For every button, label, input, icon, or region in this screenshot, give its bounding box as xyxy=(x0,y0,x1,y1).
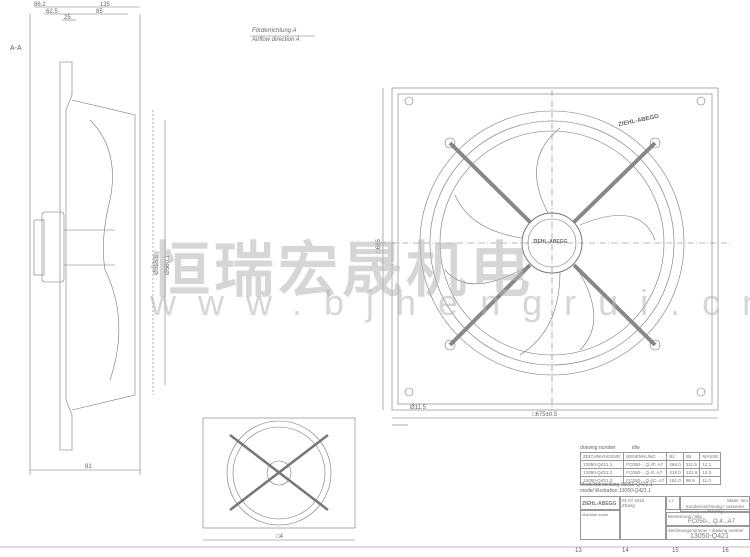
cell: 11.0 xyxy=(699,476,722,485)
watermark-cn: 恒瑞宏晟机电 xyxy=(150,236,534,306)
cell: 181.0 xyxy=(666,476,684,485)
number-label: Zeichnungsnummer / drawing number xyxy=(668,528,744,533)
dim-bottom-side: 81 xyxy=(85,464,92,470)
zone-15: 15 xyxy=(672,548,679,554)
title-label: Benennung / title xyxy=(668,514,702,519)
zone-13: 13 xyxy=(575,548,582,554)
date: 01.07.2016 xyxy=(622,498,645,503)
section-label: A-A xyxy=(10,45,22,52)
dim-top-left: 86.2 xyxy=(34,2,46,8)
cell: 218.0 xyxy=(666,468,684,477)
title-brand: ZIEHL-ABEGG xyxy=(580,496,620,510)
dim-top-right: 135 xyxy=(100,2,111,8)
scale: 1:2 xyxy=(668,498,674,503)
brand-logo-hub: ZIEHL-ABEGG xyxy=(533,239,568,245)
parts-table: ZEICHNUNGSNR. BENENNUNG B1 B5 MASSE 1305… xyxy=(579,452,722,485)
parts-caption-left: drawing number xyxy=(580,445,616,451)
title-value: FC050-...Q.4...A7 xyxy=(688,519,736,525)
airflow-en: Airflow direction A xyxy=(252,37,300,43)
dim-hole: Ø11.5 xyxy=(410,405,426,411)
cell: 111.9 xyxy=(682,460,701,469)
zone-16: 16 xyxy=(722,548,729,554)
front-view xyxy=(380,87,730,419)
drawing-type-de: Kundenzeichnung xyxy=(685,504,722,509)
drawing-type: Kundenzeichnung / customer drawing xyxy=(680,503,750,514)
cell: 268.0 xyxy=(666,460,684,469)
dim-second-right: 85 xyxy=(96,9,103,15)
cell: FC050-...Q.4C..A7 xyxy=(623,476,668,485)
zone-14: 14 xyxy=(622,548,629,554)
cell: 13050-Q421.1 xyxy=(579,460,625,469)
cell: FC050-...Q.4I..A7 xyxy=(623,468,668,477)
cell: 14.0 xyxy=(699,468,722,477)
airflow-de: Förderrichtung A xyxy=(252,28,297,34)
header-cell: BENENNUNG xyxy=(623,452,668,461)
header-cell: B5 xyxy=(682,452,701,461)
header-cell: B1 xyxy=(666,452,684,461)
small-view xyxy=(202,417,356,541)
dim-second-left: 62.5 xyxy=(46,9,58,15)
cell: 13050-Q421.2 xyxy=(579,468,625,477)
parts-caption-right: title xyxy=(632,445,640,451)
scale-label: Maßstab scale xyxy=(580,510,620,540)
cell: 13050-Q421.3 xyxy=(579,476,625,485)
drawing-type-en: customer drawing xyxy=(707,504,745,514)
cell: 96.9 xyxy=(682,476,701,485)
cell: 131.9 xyxy=(682,468,701,477)
number-value: 13050-Q421 xyxy=(690,533,729,540)
header-cell: MASSE xyxy=(699,452,722,461)
scale-box: 1:2 xyxy=(666,496,680,510)
dim-hub: 25 xyxy=(64,15,71,21)
side-view xyxy=(33,61,166,451)
model-de: Modelldarstellung 13050-Q421.1 xyxy=(580,482,653,488)
dim-small-view: □4 xyxy=(276,534,283,540)
cell: FC050-...Q.4F..A7 xyxy=(623,460,668,469)
drawn-by: Zhang xyxy=(622,503,635,508)
dim-width-square: □675±0.5 xyxy=(532,412,558,418)
model-en: model illustration 13050-Q421.1 xyxy=(580,488,651,494)
watermark-url: www.bjhengrui.cn xyxy=(150,282,750,323)
cell: 12.1 xyxy=(699,460,722,469)
header-cell: ZEICHNUNGSNR. xyxy=(579,452,625,461)
